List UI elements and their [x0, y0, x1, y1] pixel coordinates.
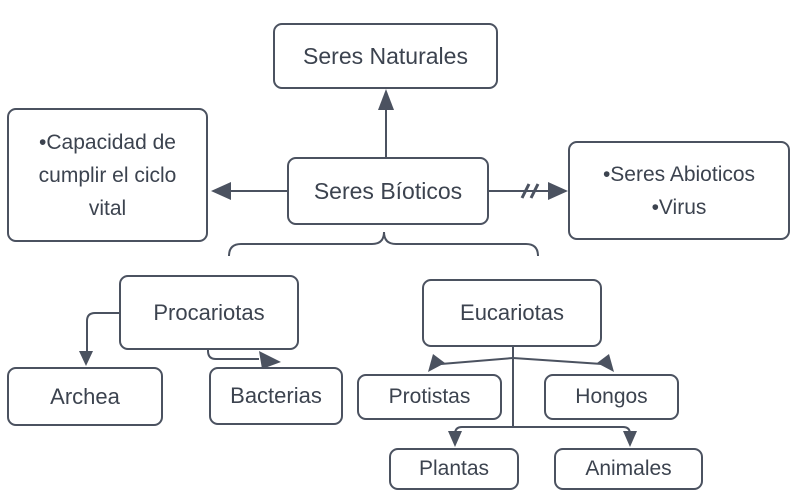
connector-line: [513, 426, 631, 438]
arrowhead-down-left-icon: [428, 354, 445, 372]
arrowhead-down-icon: [79, 351, 93, 366]
connector-line: [86, 312, 119, 353]
node-seres-naturales: Seres Naturales: [273, 23, 498, 89]
arrowhead-right-icon: [548, 182, 568, 200]
arrowhead-up-icon: [378, 89, 394, 110]
brace-bioticos-children: [228, 231, 539, 257]
edge-bioticos-to-capacidad: [211, 182, 287, 200]
node-archea: Archea: [7, 367, 163, 426]
node-eucariotas: Eucariotas: [422, 279, 602, 347]
node-seres-abioticos-virus: •Seres Abioticos •Virus: [568, 141, 790, 240]
connector-line: [207, 350, 259, 360]
edge-procariotas-to-archea: [79, 312, 119, 366]
arrowhead-down-icon: [448, 431, 462, 447]
node-protistas: Protistas: [357, 374, 502, 420]
node-capacidad-ciclo-vital: •Capacidad de cumplir el ciclo vital: [7, 108, 208, 242]
edge-bioticos-to-abioticos: [489, 182, 568, 200]
crossed-out-mark-icon: [529, 183, 540, 199]
node-procariotas: Procariotas: [119, 275, 299, 350]
arrowhead-down-right-icon: [597, 354, 614, 372]
node-bacterias: Bacterias: [209, 367, 343, 425]
arrowhead-down-icon: [623, 431, 637, 447]
crossed-out-mark-icon: [520, 183, 531, 199]
node-animales: Animales: [554, 448, 703, 490]
connector-line: [512, 357, 603, 365]
arrowhead-left-icon: [211, 182, 231, 200]
connector-line: [454, 426, 513, 438]
edge-eucariotas-to-plantas-animales: [448, 426, 637, 447]
node-seres-bioticos: Seres Bíoticos: [287, 157, 489, 225]
edge-bioticos-to-naturales: [378, 89, 394, 157]
node-plantas: Plantas: [389, 448, 519, 490]
connector-line: [440, 357, 514, 365]
node-hongos: Hongos: [544, 374, 679, 420]
